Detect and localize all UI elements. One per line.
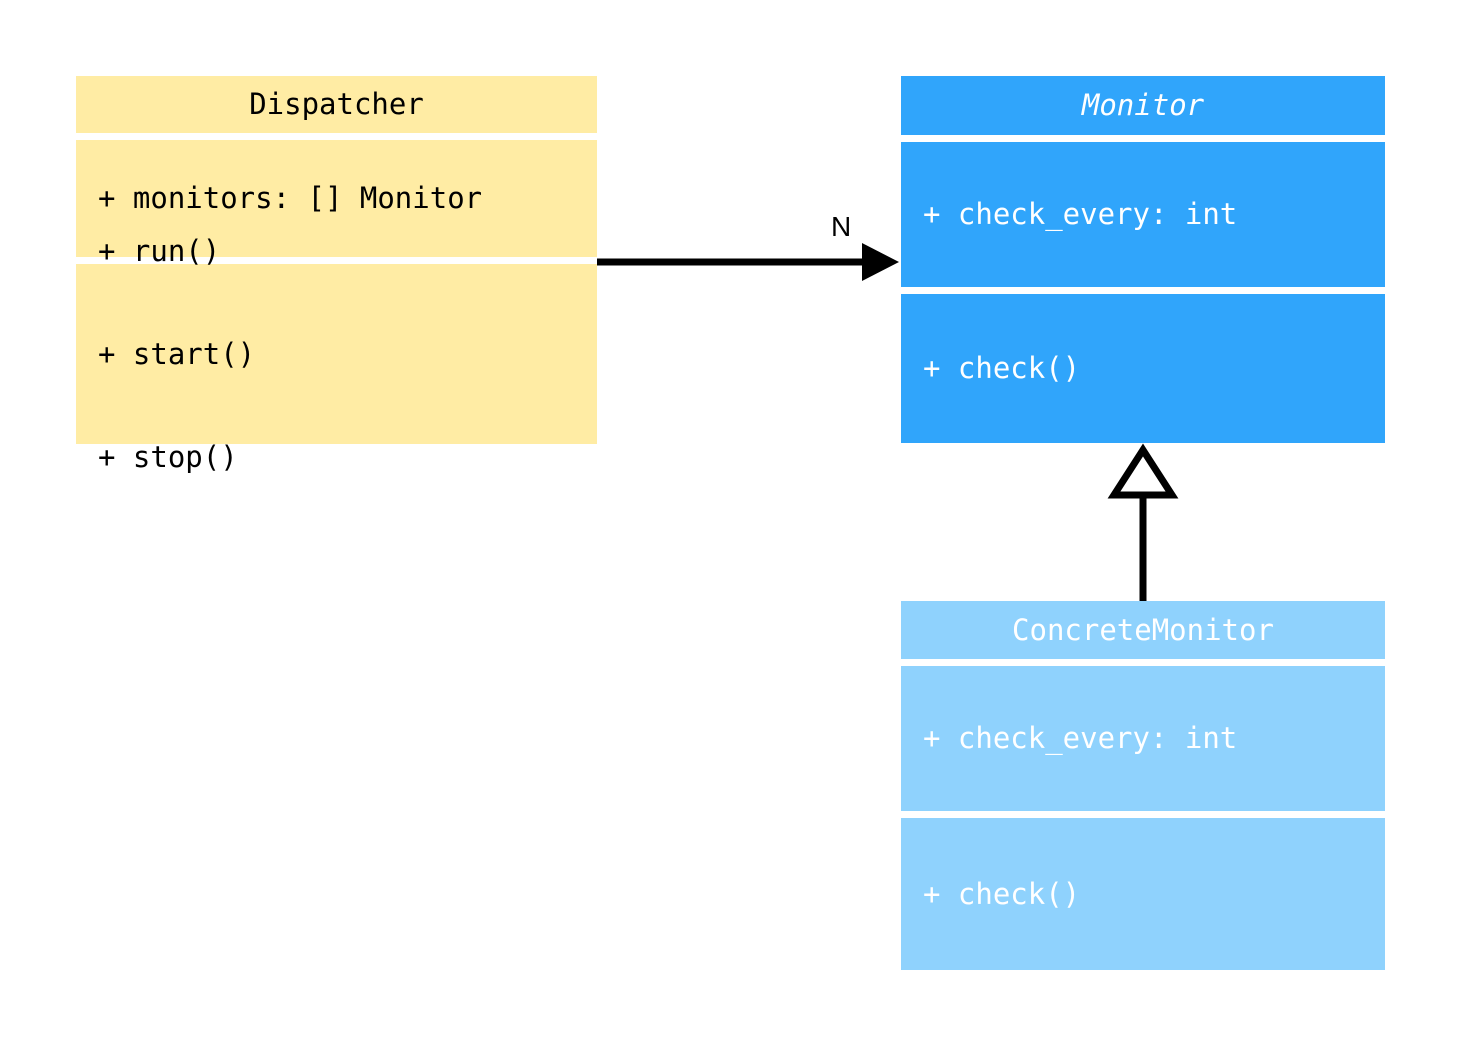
class-title-compartment-dispatcher: Dispatcher: [76, 76, 597, 133]
method-item: + run(): [98, 234, 221, 269]
class-name-monitor: Monitor: [1081, 88, 1205, 123]
class-methods-compartment-monitor: + check(): [901, 294, 1385, 443]
class-title-compartment-concrete-monitor: ConcreteMonitor: [901, 601, 1385, 659]
association-multiplicity-label: N: [831, 211, 852, 242]
attribute-list-dispatcher: + monitors: [] Monitor: [76, 113, 597, 284]
attribute-item: + check_every: int: [923, 197, 1238, 232]
class-methods-compartment-dispatcher: + run() + start() + stop(): [76, 234, 597, 474]
solid-arrowhead-icon: [862, 243, 899, 281]
class-attributes-compartment-concrete-monitor: + check_every: int: [901, 666, 1385, 811]
hollow-triangle-arrowhead-icon: [1107, 443, 1179, 499]
class-name-dispatcher: Dispatcher: [249, 87, 424, 122]
attribute-list-concrete-monitor: + check_every: int: [901, 653, 1385, 824]
method-item: + stop(): [98, 439, 238, 474]
attribute-item: + check_every: int: [923, 721, 1238, 756]
attribute-list-monitor: + check_every: int: [901, 129, 1385, 300]
class-methods-compartment-concrete-monitor: + check(): [901, 818, 1385, 970]
class-name-concrete-monitor: ConcreteMonitor: [1012, 612, 1274, 647]
class-attributes-compartment-dispatcher: + monitors: [] Monitor: [76, 140, 597, 257]
class-title-compartment-monitor: Monitor: [901, 76, 1385, 135]
class-box-concrete-monitor[interactable]: ConcreteMonitor + check_every: int + che…: [901, 601, 1385, 970]
method-item: + start(): [98, 336, 256, 371]
class-box-monitor[interactable]: Monitor + check_every: int + check(): [901, 76, 1385, 443]
method-list-concrete-monitor: + check(): [901, 808, 1385, 979]
method-item: + check(): [923, 876, 1081, 911]
class-box-dispatcher[interactable]: Dispatcher + monitors: [] Monitor + run(…: [76, 76, 597, 474]
attribute-item: + monitors: [] Monitor: [98, 181, 483, 216]
method-list-monitor: + check(): [901, 283, 1385, 454]
class-attributes-compartment-monitor: + check_every: int: [901, 142, 1385, 287]
association-dispatcher-to-monitor: [597, 243, 899, 281]
method-item: + check(): [923, 351, 1081, 386]
method-list-dispatcher: + run() + start() + stop(): [76, 166, 597, 542]
generalization-concrete-monitor-to-monitor: [1107, 443, 1179, 601]
